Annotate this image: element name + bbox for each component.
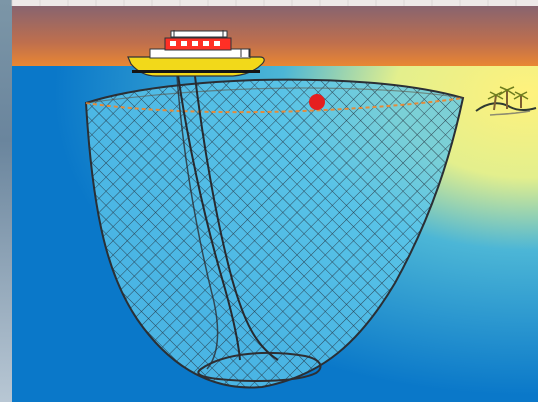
top-ruler: [12, 0, 538, 6]
sky: [12, 0, 538, 66]
left-strip: [0, 0, 12, 402]
buoy-icon: [309, 94, 325, 110]
